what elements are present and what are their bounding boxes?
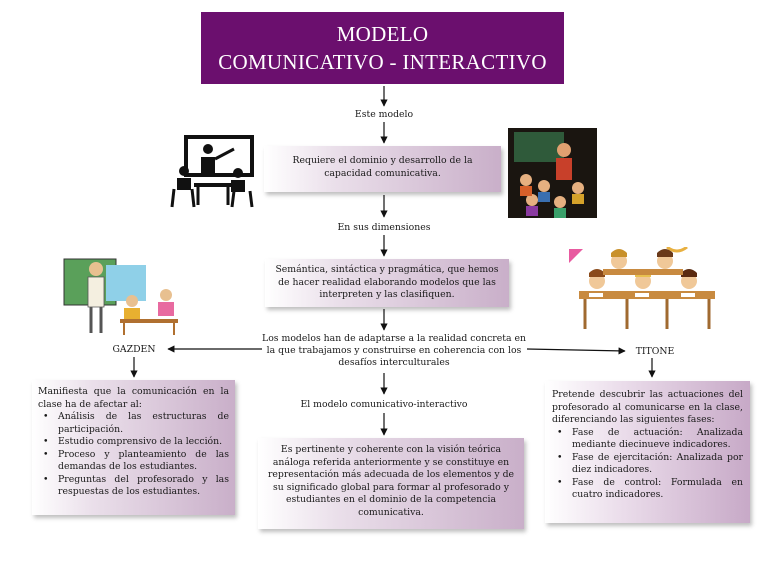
- label-modelo-com-int: El modelo comunicativo-interactivo: [300, 399, 468, 410]
- gazden-item: Preguntas del profesorado y las respuest…: [38, 474, 229, 499]
- node-pertinente: Es pertinente y coherente con la visión …: [258, 438, 524, 529]
- label-titone: TITONE: [635, 346, 675, 357]
- adaptarse-line-2: la que trabajamos y construirse en coher…: [266, 345, 522, 356]
- gazden-item: Proceso y planteamiento de las demandas …: [38, 449, 229, 474]
- gazden-list: Análisis de las estructuras de participa…: [38, 411, 229, 499]
- students-desks-illustration: [569, 247, 715, 329]
- titone-box: Pretende descubrir las actuaciones del p…: [545, 381, 750, 523]
- label-gazden: GAZDEN: [112, 344, 156, 355]
- gazden-item: Estudio comprensivo de la lección.: [38, 436, 229, 449]
- title-line-2: COMUNICATIVO - INTERACTIVO: [218, 50, 547, 74]
- titone-intro: Pretende descubrir las actuaciones del p…: [552, 389, 743, 425]
- science-lab-illustration: [63, 258, 178, 335]
- label-en-sus-dimensiones: En sus dimensiones: [337, 222, 431, 233]
- label-este-modelo: Este modelo: [354, 109, 414, 120]
- node-requiere: Requiere el dominio y desarrollo de la c…: [264, 146, 501, 192]
- classroom-illustration: [508, 128, 597, 218]
- titone-item: Fase de ejercitación: Analizada por diez…: [552, 452, 743, 477]
- adaptarse-line-3: desafíos interculturales: [338, 357, 450, 368]
- diagram-title: MODELO COMUNICATIVO - INTERACTIVO: [201, 12, 564, 84]
- teacher-pictogram-icon: [170, 135, 254, 208]
- gazden-intro: Manifiesta que la comunicación en la cla…: [38, 386, 229, 410]
- gazden-box: Manifiesta que la comunicación en la cla…: [32, 380, 235, 515]
- titone-list: Fase de actuación: Analizada mediante di…: [552, 427, 743, 502]
- titone-item: Fase de actuación: Analizada mediante di…: [552, 427, 743, 452]
- gazden-item: Análisis de las estructuras de participa…: [38, 411, 229, 436]
- node-semantica: Semántica, sintáctica y pragmática, que …: [265, 259, 509, 307]
- adaptarse-line-1: Los modelos han de adaptarse a la realid…: [262, 333, 526, 344]
- title-line-1: MODELO: [336, 22, 429, 46]
- titone-item: Fase de control: Formulada en cuatro ind…: [552, 477, 743, 502]
